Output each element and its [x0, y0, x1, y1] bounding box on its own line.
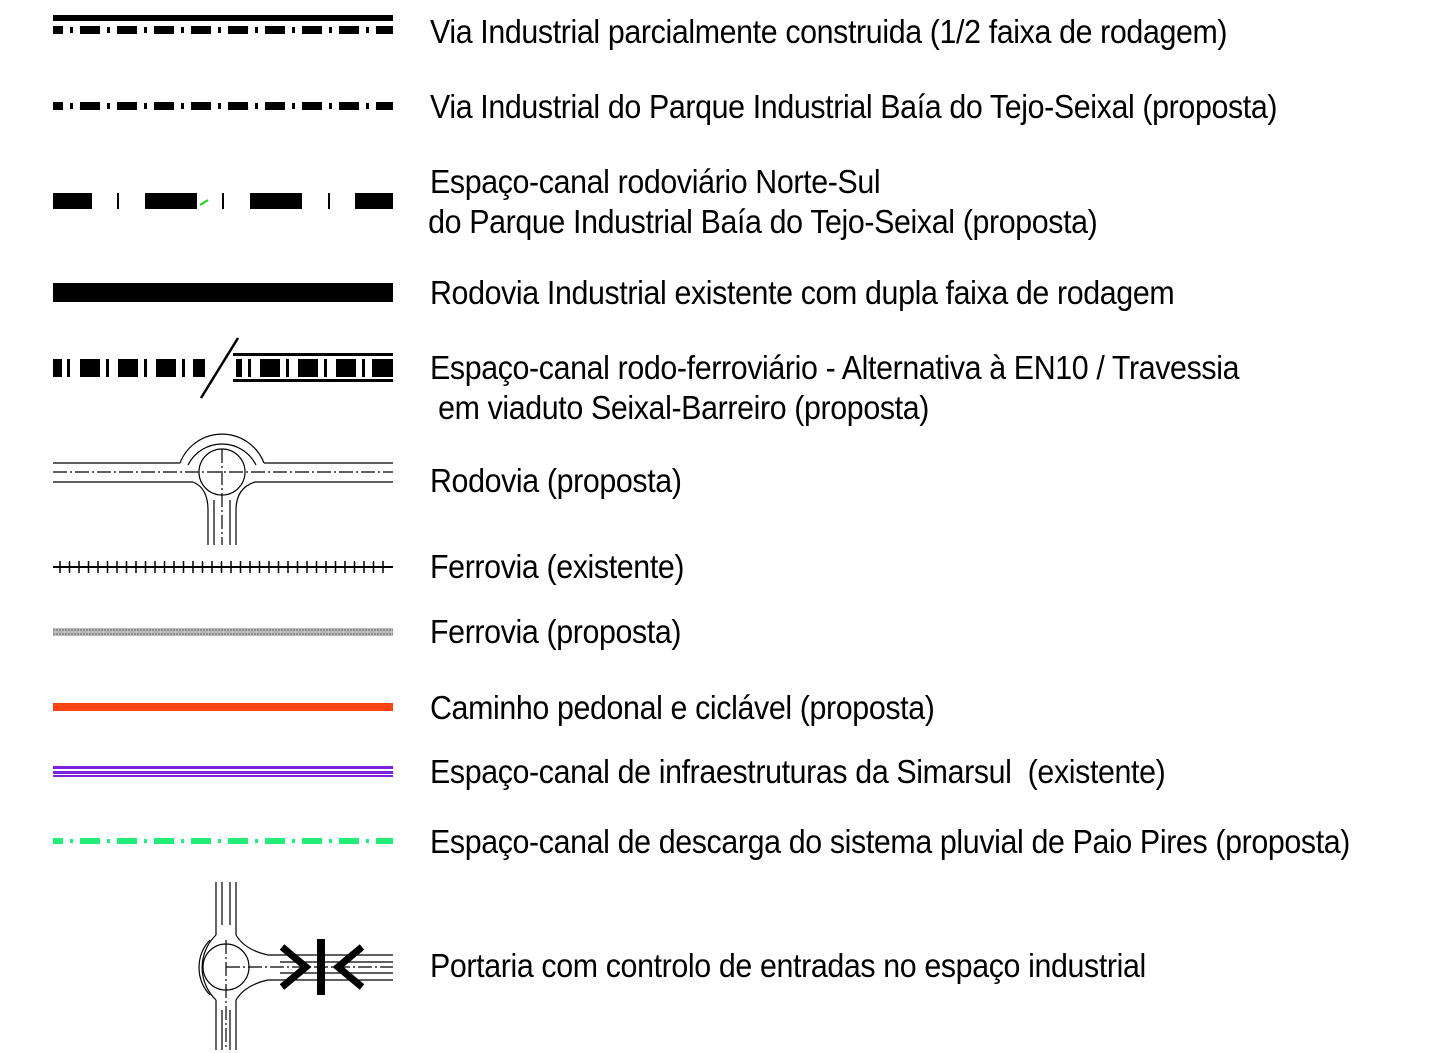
- simarsul-symbol: [53, 766, 393, 777]
- legend-label-portaria: Portaria com controlo de entradas no esp…: [430, 947, 1146, 984]
- legend-label-simarsul: Espaço-canal de infraestruturas da Simar…: [430, 753, 1166, 790]
- ferrovia-proposta-symbol: [53, 628, 393, 636]
- legend-label-rodovia-industrial-existente: Rodovia Industrial existente com dupla f…: [430, 274, 1175, 311]
- ferrovia-existente-symbol: [53, 561, 393, 573]
- espaco-canal-norte-sul-symbol: [53, 193, 393, 209]
- espaco-canal-rodo-ferroviario-symbol: [53, 337, 393, 399]
- legend-label-ferrovia-proposta: Ferrovia (proposta): [430, 613, 682, 650]
- rodovia-industrial-existente-symbol: [53, 283, 393, 302]
- portaria-symbol: [198, 882, 393, 1050]
- legend-label-via-industrial-proposta: Via Industrial do Parque Industrial Baía…: [430, 88, 1278, 125]
- via-industrial-parcial-symbol: [53, 15, 393, 34]
- caminho-pedonal-symbol: [53, 703, 393, 711]
- via-industrial-proposta-symbol: [53, 102, 393, 110]
- legend-label-line1: Espaço-canal rodoviário Norte-Sul: [430, 163, 881, 200]
- legend-label-line2: do Parque Industrial Baía do Tejo-Seixal…: [428, 203, 1098, 240]
- legend-label-rodovia-proposta: Rodovia (proposta): [430, 462, 682, 499]
- legend-label-espaco-canal-rodo-ferroviario: Espaço-canal rodo-ferroviário - Alternat…: [430, 348, 1239, 428]
- legend-label-via-industrial-parcial: Via Industrial parcialmente construida (…: [430, 13, 1228, 50]
- legend-label-ferrovia-existente: Ferrovia (existente): [430, 548, 685, 585]
- rodovia-proposta-symbol: [53, 433, 393, 545]
- legend-label-line2: em viaduto Seixal-Barreiro (proposta): [430, 389, 929, 426]
- descarga-pluvial-symbol: [53, 838, 393, 844]
- legend-label-espaco-canal-norte-sul: Espaço-canal rodoviário Norte-Sul do Par…: [428, 162, 1098, 242]
- legend-label-line1: Espaço-canal rodo-ferroviário - Alternat…: [430, 349, 1240, 386]
- legend-label-caminho-pedonal: Caminho pedonal e ciclável (proposta): [430, 689, 935, 726]
- legend-label-descarga-pluvial: Espaço-canal de descarga do sistema pluv…: [430, 823, 1351, 860]
